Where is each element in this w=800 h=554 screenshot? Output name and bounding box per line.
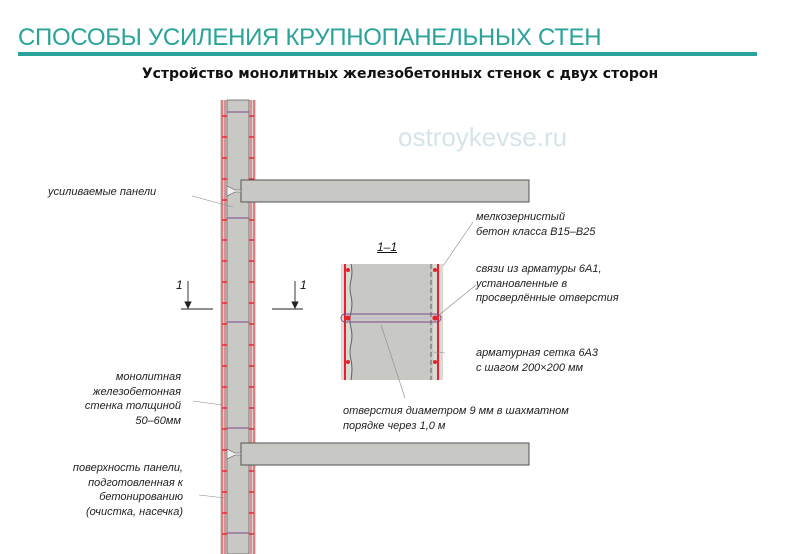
wall-panel [226, 99, 250, 554]
title-underline [18, 52, 757, 56]
page-title: СПОСОБЫ УСИЛЕНИЯ КРУПНОПАНЕЛЬНЫХ СТЕН [18, 24, 602, 51]
section-marker-left: 1 [176, 278, 183, 292]
label-reinforced-panels: усиливаемые панели [48, 186, 157, 198]
section-marker-right: 1 [300, 278, 307, 292]
label-monolithic-wall: монолитная железобетонная стенка толщино… [84, 371, 181, 427]
diagram-subtitle: Устройство монолитных железобетонных сте… [141, 66, 659, 82]
label-panel-surface: поверхность панели, подготовленная к бет… [72, 462, 183, 518]
label-fine-concrete: мелкозернистый бетон класса В15–В25 [476, 211, 596, 238]
label-rebar-ties: связи из арматуры 6А1, установленные в п… [476, 263, 619, 304]
section-title: 1–1 [377, 240, 398, 254]
label-rebar-mesh: арматурная сетка 6А3 с шагом 200×200 мм [476, 347, 599, 374]
watermark: ostroykevse.ru [398, 122, 568, 152]
label-drill-holes: отверстия диаметром 9 мм в шахматном пор… [343, 405, 569, 432]
